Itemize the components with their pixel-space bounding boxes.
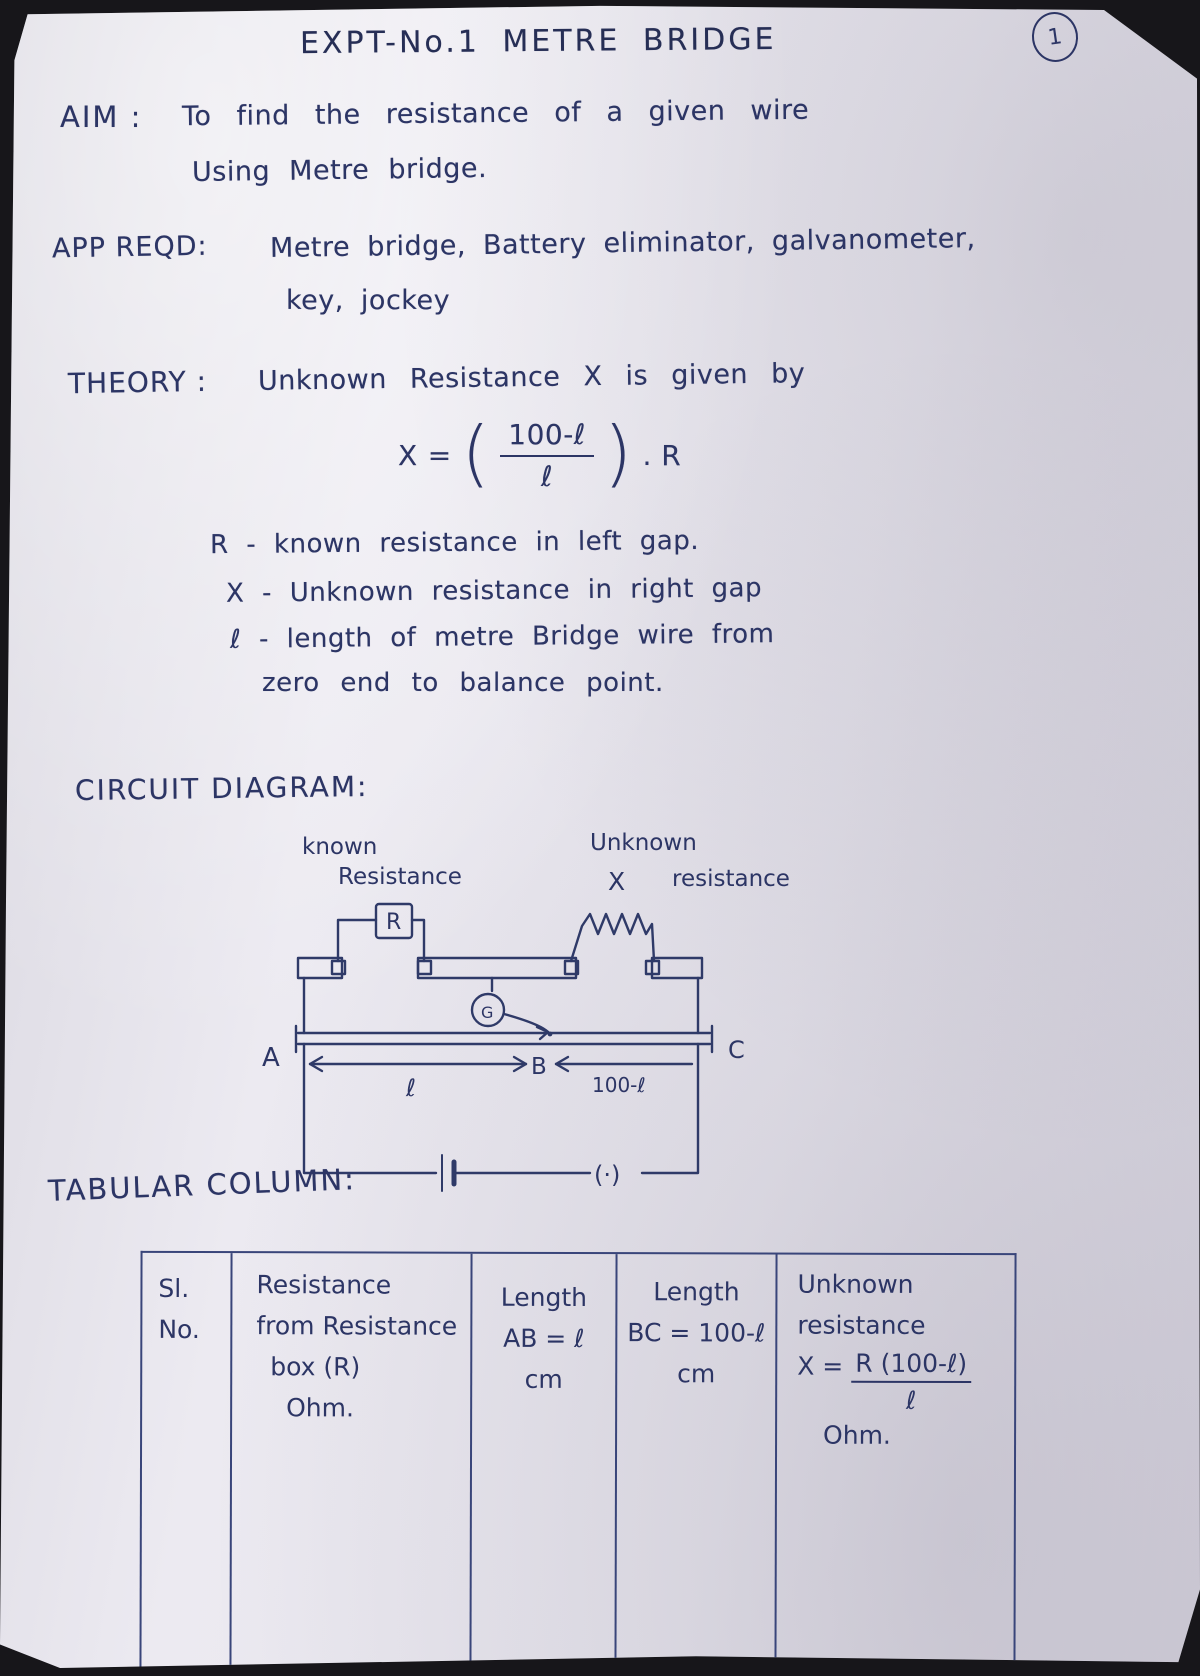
col-bc-line3: cm (677, 1359, 716, 1389)
col-x-formula-num: R (100-ℓ) (851, 1348, 972, 1384)
col-bc-line1: Length (653, 1277, 740, 1307)
table-col-length-bc: Length BC = 100-ℓ cm (616, 1254, 778, 1668)
table-col-resistance: Resistance from Resistance box (R) Ohm. (231, 1253, 473, 1668)
col-x-line1: Unknown (797, 1269, 914, 1299)
definition-l-line2: zero end to balance point. (262, 668, 664, 698)
formula-numerator: 100-ℓ (500, 418, 594, 457)
table-col-slno: Sl. No. (141, 1252, 233, 1668)
aim-label: AIM : (60, 100, 143, 134)
aim-line1: To find the resistance of a given wire (181, 94, 810, 133)
page-number: 1 (1046, 23, 1064, 51)
circuit-diagram-heading: CIRCUIT DIAGRAM: (74, 769, 369, 808)
col-bc-line2: BC = 100-ℓ (627, 1318, 766, 1348)
point-a-label: A (262, 1043, 280, 1073)
apparatus-line1: Metre bridge, Battery eliminator, galvan… (269, 223, 976, 264)
unknown-label-line2: resistance (672, 866, 790, 892)
circuit-diagram: known Resistance Unknown X resistance (240, 828, 800, 1223)
formula-fraction: 100-ℓ ℓ (500, 418, 594, 493)
definition-l-line1: ℓ - length of metre Bridge wire from (229, 619, 775, 655)
unknown-label-line1: Unknown (590, 830, 697, 856)
length-100l-label: 100-ℓ (592, 1073, 646, 1097)
col-x-formula-den: ℓ (905, 1385, 917, 1415)
theory-label: THEORY : (67, 364, 208, 401)
page-number-badge: 1 (1028, 9, 1082, 65)
page-title: EXPT-No.1 METRE BRIDGE (299, 21, 777, 62)
formula-close-paren: ) (603, 411, 633, 496)
unknown-resistor-zigzag (569, 912, 656, 963)
plug-key-label: (·) (594, 1161, 620, 1189)
known-label-line2: Resistance (338, 864, 462, 890)
x-symbol-label: X (608, 867, 625, 896)
formula-suffix: . R (642, 439, 682, 473)
col-x-line2: resistance (797, 1310, 926, 1340)
definition-r: R - known resistance in left gap. (209, 525, 700, 561)
table-col-unknown: Unknown resistance X = R (100-ℓ) ℓ Ohm. (776, 1255, 1014, 1668)
table-col-length-ab: Length AB = ℓ cm (471, 1253, 618, 1668)
apparatus-label: APP REQD: (51, 230, 208, 265)
col-slno-line2: No. (158, 1314, 200, 1345)
col-ab-line3: cm (524, 1364, 563, 1394)
battery-loop (302, 1042, 700, 1192)
bridge-strips (296, 956, 704, 980)
theory-formula: X = ( 100-ℓ ℓ ) . R (398, 411, 682, 496)
definition-x: X - Unknown resistance in right gap (225, 573, 763, 609)
aim-line2: Using Metre bridge. (191, 152, 488, 189)
known-label-line1: known (302, 834, 377, 860)
col-x-formula-prefix: X = (797, 1351, 844, 1381)
length-arrows (308, 1055, 694, 1073)
circuit-diagram-svg: known Resistance Unknown X resistance (262, 830, 790, 1192)
col-slno-line1: Sl. (158, 1273, 190, 1303)
bridge-wire (294, 1024, 714, 1054)
col-ab-line2: AB = ℓ (503, 1323, 585, 1354)
resistance-box (336, 902, 426, 963)
col-resistance-line2: from Resistance (256, 1311, 458, 1341)
col-x-line4: Ohm. (823, 1420, 891, 1450)
formula-denominator: ℓ (541, 459, 554, 493)
col-resistance-line4: Ohm. (286, 1393, 355, 1423)
resistance-box-label: R (386, 910, 401, 935)
formula-lhs: X (398, 439, 418, 473)
point-c-label: C (728, 1036, 745, 1064)
tabular-column-table: Sl. No. Resistance from Resistance box (… (139, 1250, 1017, 1668)
formula-open-paren: ( (461, 411, 491, 496)
theory-statement: Unknown Resistance X is given by (257, 358, 806, 397)
col-ab-line1: Length (500, 1282, 588, 1313)
vertical-connectors (302, 976, 700, 1035)
col-resistance-line1: Resistance (256, 1270, 392, 1300)
formula-equals: = (427, 439, 452, 473)
point-b-label: B (531, 1054, 547, 1080)
galvanometer-label: G (481, 1003, 493, 1022)
col-x-formula-fraction: R (100-ℓ) ℓ (851, 1348, 972, 1416)
apparatus-line2: key, jockey (286, 285, 451, 316)
col-resistance-line3: box (R) (270, 1352, 361, 1382)
length-l-label: ℓ (405, 1074, 416, 1102)
col-x-formula: X = R (100-ℓ) ℓ (797, 1348, 1014, 1417)
